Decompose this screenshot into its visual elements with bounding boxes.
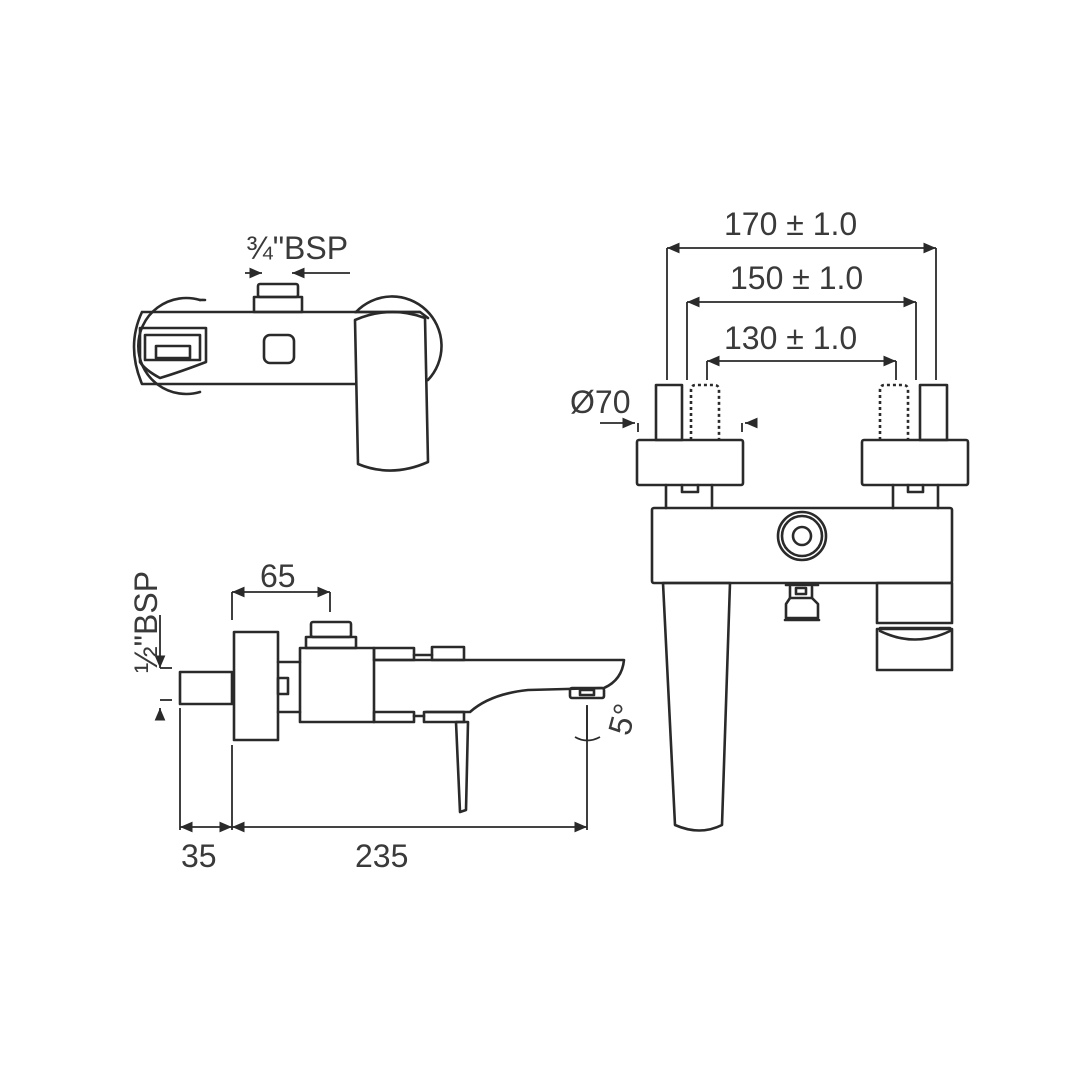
flange-diameter-label: Ø70 (570, 384, 631, 420)
dim-wall-to-body-label: 35 (181, 838, 217, 874)
dim-middle-label: 150 ± 1.0 (730, 260, 864, 296)
top-view (132, 267, 443, 472)
dim-outer-label: 170 ± 1.0 (724, 206, 858, 242)
inlet-bsp-label: ¾"BSP (246, 230, 349, 266)
side-view (154, 586, 626, 833)
front-view (600, 242, 970, 832)
dim-inner-label: 130 ± 1.0 (724, 320, 858, 356)
dim-inlet-offset-label: 65 (260, 558, 296, 594)
connector-bsp-label: ½"BSP (128, 570, 164, 673)
dim-body-to-spout-label: 235 (355, 838, 409, 874)
